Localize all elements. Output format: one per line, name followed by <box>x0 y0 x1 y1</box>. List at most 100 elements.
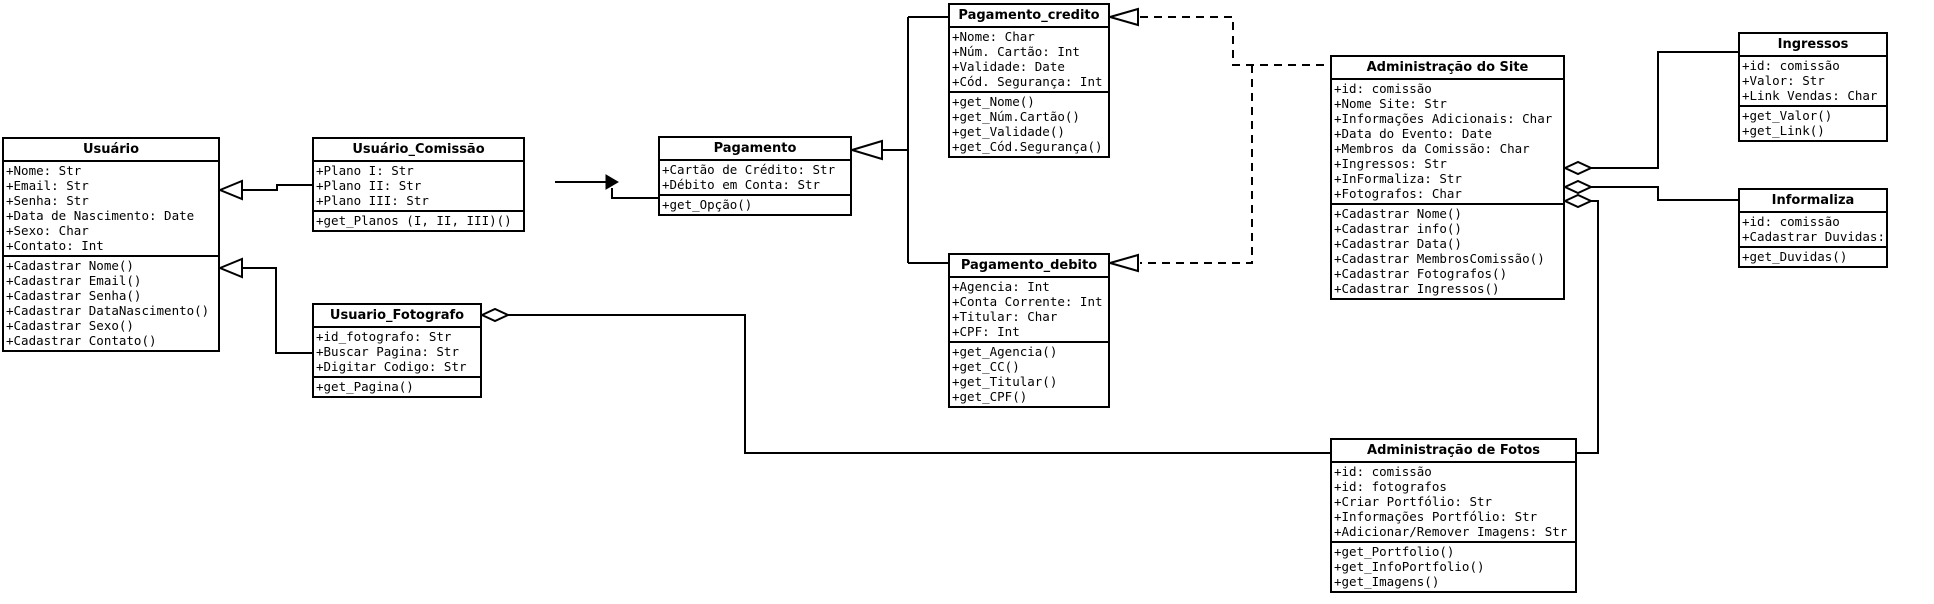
class-title: Usuário <box>4 139 218 162</box>
class-methods: +get_Pagina() <box>314 378 480 396</box>
class-member: +Sexo: Char <box>6 223 89 238</box>
class-member: +Informações Portfólio: Str <box>1334 509 1538 524</box>
hollow-triangle-icon <box>1106 253 1139 273</box>
hollow-triangle-icon <box>217 257 243 279</box>
class-member: +Débito em Conta: Str <box>662 177 821 192</box>
class-member: +Cartão de Crédito: Str <box>662 162 836 177</box>
filled-arrow-icon <box>605 174 619 190</box>
class-member: +get_Nome() <box>952 94 1035 109</box>
class-title: Administração do Site <box>1332 57 1563 80</box>
class-methods: +get_Planos (I, II, III)() <box>314 212 523 230</box>
class-member: +Cadastrar Senha() <box>6 288 142 303</box>
class-member: +Contato: Int <box>6 238 104 253</box>
class-member: +get_Titular() <box>952 374 1058 389</box>
class-member: +Cadastrar Duvidas: Char <box>1742 229 1886 244</box>
class-methods: +get_Opção() <box>660 196 850 214</box>
class-administracao-do-site: Administração do Site +id: comissão+Nome… <box>1330 55 1565 300</box>
class-member: +Adicionar/Remover Imagens: Str <box>1334 524 1568 539</box>
class-member: +Núm. Cartão: Int <box>952 44 1080 59</box>
class-member: +Nome Site: Str <box>1334 96 1447 111</box>
hollow-diamond-icon <box>1562 179 1594 195</box>
class-pagamento-credito: Pagamento_credito +Nome: Char+Núm. Cartã… <box>948 3 1110 158</box>
class-member: +InFormaliza: Str <box>1334 171 1462 186</box>
class-attributes: +Plano I: Str+Plano II: Str+Plano III: S… <box>314 162 523 212</box>
class-member: +get_Duvidas() <box>1742 249 1848 264</box>
class-member: +id: comissão <box>1742 58 1840 73</box>
class-member: +Data de Nascimento: Date <box>6 208 195 223</box>
class-member: +Cadastrar Ingressos() <box>1334 281 1500 296</box>
class-member: +Titular: Char <box>952 309 1058 324</box>
edge-adm-fotos-to-adm-site <box>1562 193 1599 454</box>
class-ingressos: Ingressos +id: comissão+Valor: Str+Link … <box>1738 32 1888 142</box>
class-member: +Ingressos: Str <box>1334 156 1447 171</box>
class-member: +Data do Evento: Date <box>1334 126 1493 141</box>
class-methods: +get_Portfolio()+get_InfoPortfolio()+get… <box>1332 543 1575 591</box>
class-member: +get_CPF() <box>952 389 1028 404</box>
class-title: Pagamento_credito <box>950 5 1108 28</box>
class-title: Ingressos <box>1740 34 1886 57</box>
class-methods: +Cadastrar Nome()+Cadastrar info()+Cadas… <box>1332 205 1563 298</box>
class-methods: +Cadastrar Nome()+Cadastrar Email()+Cada… <box>4 257 218 350</box>
class-member: +Plano III: Str <box>316 193 429 208</box>
class-member: +Buscar Pagina: Str <box>316 344 459 359</box>
class-methods: +get_Agencia()+get_CC()+get_Titular()+ge… <box>950 343 1108 406</box>
class-member: +get_CC() <box>952 359 1020 374</box>
class-member: +id: comissão <box>1334 464 1432 479</box>
class-methods: +get_Duvidas() <box>1740 248 1886 266</box>
class-pagamento: Pagamento +Cartão de Crédito: Str+Débito… <box>658 136 852 216</box>
class-member: +id: comissão <box>1334 81 1432 96</box>
class-member: +Informações Adicionais: Char <box>1334 111 1553 126</box>
class-attributes: +id_fotografo: Str+Buscar Pagina: Str+Di… <box>314 328 480 378</box>
hollow-triangle-icon <box>217 179 243 201</box>
class-member: +id_fotografo: Str <box>316 329 452 344</box>
class-title: Administração de Fotos <box>1332 440 1575 463</box>
class-member: +Nome: Str <box>6 163 82 178</box>
class-title: Usuário_Comissão <box>314 139 523 162</box>
class-usuario: Usuário +Nome: Str+Email: Str+Senha: Str… <box>2 137 220 352</box>
class-member: +id: comissão <box>1742 214 1840 229</box>
class-member: +get_Opção() <box>662 197 753 212</box>
edge-usuario-fotografo-to-usuario <box>217 257 312 354</box>
class-member: +Criar Portfólio: Str <box>1334 494 1493 509</box>
class-member: +Digitar Codigo: Str <box>316 359 467 374</box>
class-administracao-de-fotos: Administração de Fotos +id: comissão+id:… <box>1330 438 1577 593</box>
class-title: Pagamento_debito <box>950 255 1108 278</box>
class-member: +Cadastrar Data() <box>1334 236 1462 251</box>
class-member: +Cadastrar Email() <box>6 273 142 288</box>
class-member: +get_Link() <box>1742 123 1825 138</box>
class-methods: +get_Valor()+get_Link() <box>1740 107 1886 140</box>
class-member: +Cód. Segurança: Int <box>952 74 1103 89</box>
class-informaliza: Informaliza +id: comissão+Cadastrar Duvi… <box>1738 188 1888 268</box>
class-attributes: +id: comissão+Cadastrar Duvidas: Char <box>1740 213 1886 248</box>
class-member: +Conta Corrente: Int <box>952 294 1103 309</box>
class-member: +get_Planos (I, II, III)() <box>316 213 512 228</box>
class-member: +Cadastrar Nome() <box>6 258 134 273</box>
class-usuario-comissao: Usuário_Comissão +Plano I: Str+Plano II:… <box>312 137 525 232</box>
class-member: +Valor: Str <box>1742 73 1825 88</box>
class-member: +Plano II: Str <box>316 178 422 193</box>
class-title: Usuario_Fotografo <box>314 305 480 328</box>
class-member: +Cadastrar MembrosComissão() <box>1334 251 1545 266</box>
class-member: +Cadastrar Nome() <box>1334 206 1462 221</box>
hollow-triangle-icon <box>848 139 883 161</box>
class-member: +Cadastrar DataNascimento() <box>6 303 210 318</box>
class-usuario-fotografo: Usuario_Fotografo +id_fotografo: Str+Bus… <box>312 303 482 398</box>
class-member: +Plano I: Str <box>316 163 414 178</box>
class-member: +Cadastrar info() <box>1334 221 1462 236</box>
edge-usuario-comissao-to-pagamento <box>555 174 658 199</box>
class-member: +Cadastrar Sexo() <box>6 318 134 333</box>
class-attributes: +id: comissão+Valor: Str+Link Vendas: Ch… <box>1740 57 1886 107</box>
hollow-triangle-icon <box>1106 7 1139 27</box>
class-title: Pagamento <box>660 138 850 161</box>
class-methods: +get_Nome()+get_Núm.Cartão()+get_Validad… <box>950 93 1108 156</box>
hollow-diamond-icon <box>1562 193 1594 209</box>
class-member: +get_Cód.Segurança() <box>952 139 1103 154</box>
class-member: +Email: Str <box>6 178 89 193</box>
class-attributes: +id: comissão+id: fotografos+Criar Portf… <box>1332 463 1575 543</box>
class-member: +Cadastrar Contato() <box>6 333 157 348</box>
class-member: +Cadastrar Fotografos() <box>1334 266 1508 281</box>
class-member: +get_Valor() <box>1742 108 1833 123</box>
edge-usuario-comissao-to-usuario <box>217 179 312 201</box>
